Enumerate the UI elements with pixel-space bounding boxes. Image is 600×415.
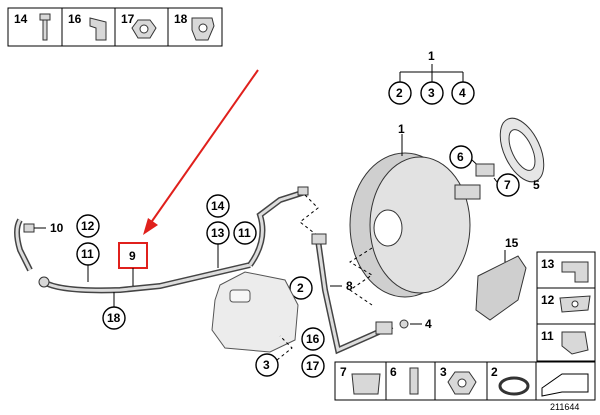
bottom-legend: 7 6 3 2 — [334, 361, 596, 401]
callout-group-top: 1 2 3 4 — [388, 49, 475, 105]
left-hose-group: 10 12 11 18 9 — [14, 214, 251, 330]
callout-7: 7 — [504, 178, 511, 192]
callout-8: 8 — [346, 279, 353, 293]
callout-12: 12 — [81, 219, 95, 233]
callout-3-top: 3 — [428, 86, 435, 100]
callout-15: 15 — [505, 236, 519, 250]
callout-11-mid: 11 — [238, 226, 251, 240]
middle-hose-group: 14 13 11 — [206, 186, 319, 268]
bottom-legend-num-3: 3 — [440, 365, 447, 379]
top-legend-num-16: 16 — [68, 12, 82, 26]
bracket-icon — [561, 261, 589, 283]
callout-2: 2 — [297, 281, 304, 295]
side-legend: 13 12 11 — [536, 251, 596, 362]
callout-17: 17 — [306, 359, 320, 373]
bottom-legend-num-2: 2 — [491, 365, 498, 379]
side-legend-num-11: 11 — [541, 329, 554, 343]
gasket: 5 — [499, 117, 545, 192]
callout-6: 6 — [457, 150, 464, 164]
o-ring-icon — [498, 376, 530, 396]
bottom-legend-num-7: 7 — [340, 365, 347, 379]
callout-1-top: 1 — [428, 49, 435, 63]
callout-16: 16 — [306, 332, 320, 346]
callout-3: 3 — [263, 358, 270, 372]
hose-clip-icon — [191, 17, 215, 41]
reservoir: 3 — [211, 271, 299, 377]
nut-icon — [131, 19, 157, 39]
bracket-icon — [89, 17, 107, 41]
bolt-icon — [39, 13, 51, 41]
callout-9: 9 — [129, 249, 136, 263]
callout-4: 4 — [425, 317, 432, 331]
vacuum-pipe-group: 2 8 16 17 4 — [289, 233, 432, 378]
callout-13: 13 — [211, 226, 225, 240]
highlight-arrow — [143, 69, 259, 235]
top-legend-num-14: 14 — [14, 12, 28, 26]
arrow-icon — [541, 373, 589, 397]
clip-icon — [561, 331, 589, 355]
callout-14: 14 — [211, 199, 225, 213]
pin-icon — [409, 367, 419, 395]
top-legend-num-17: 17 — [121, 12, 135, 26]
mounting-bracket: 15 — [475, 236, 527, 321]
bottom-legend-num-6: 6 — [390, 365, 397, 379]
clamp-icon — [559, 295, 591, 313]
nut-icon — [447, 371, 477, 395]
diagram-id: 211644 — [550, 402, 579, 412]
callout-2-top: 2 — [396, 86, 403, 100]
side-legend-num-13: 13 — [541, 257, 555, 271]
callout-1: 1 — [398, 122, 405, 136]
clip-icon — [351, 373, 381, 395]
callout-6-7: 6 7 — [449, 145, 520, 197]
top-legend-num-18: 18 — [174, 12, 188, 26]
callout-11-left: 11 — [81, 247, 94, 261]
top-legend: 14 16 17 18 — [7, 7, 223, 47]
callout-18: 18 — [107, 311, 121, 325]
callout-4-top: 4 — [459, 86, 466, 100]
side-legend-num-12: 12 — [541, 293, 555, 307]
brake-booster: 1 — [349, 122, 481, 298]
callout-5: 5 — [533, 178, 540, 192]
callout-10: 10 — [50, 221, 64, 235]
